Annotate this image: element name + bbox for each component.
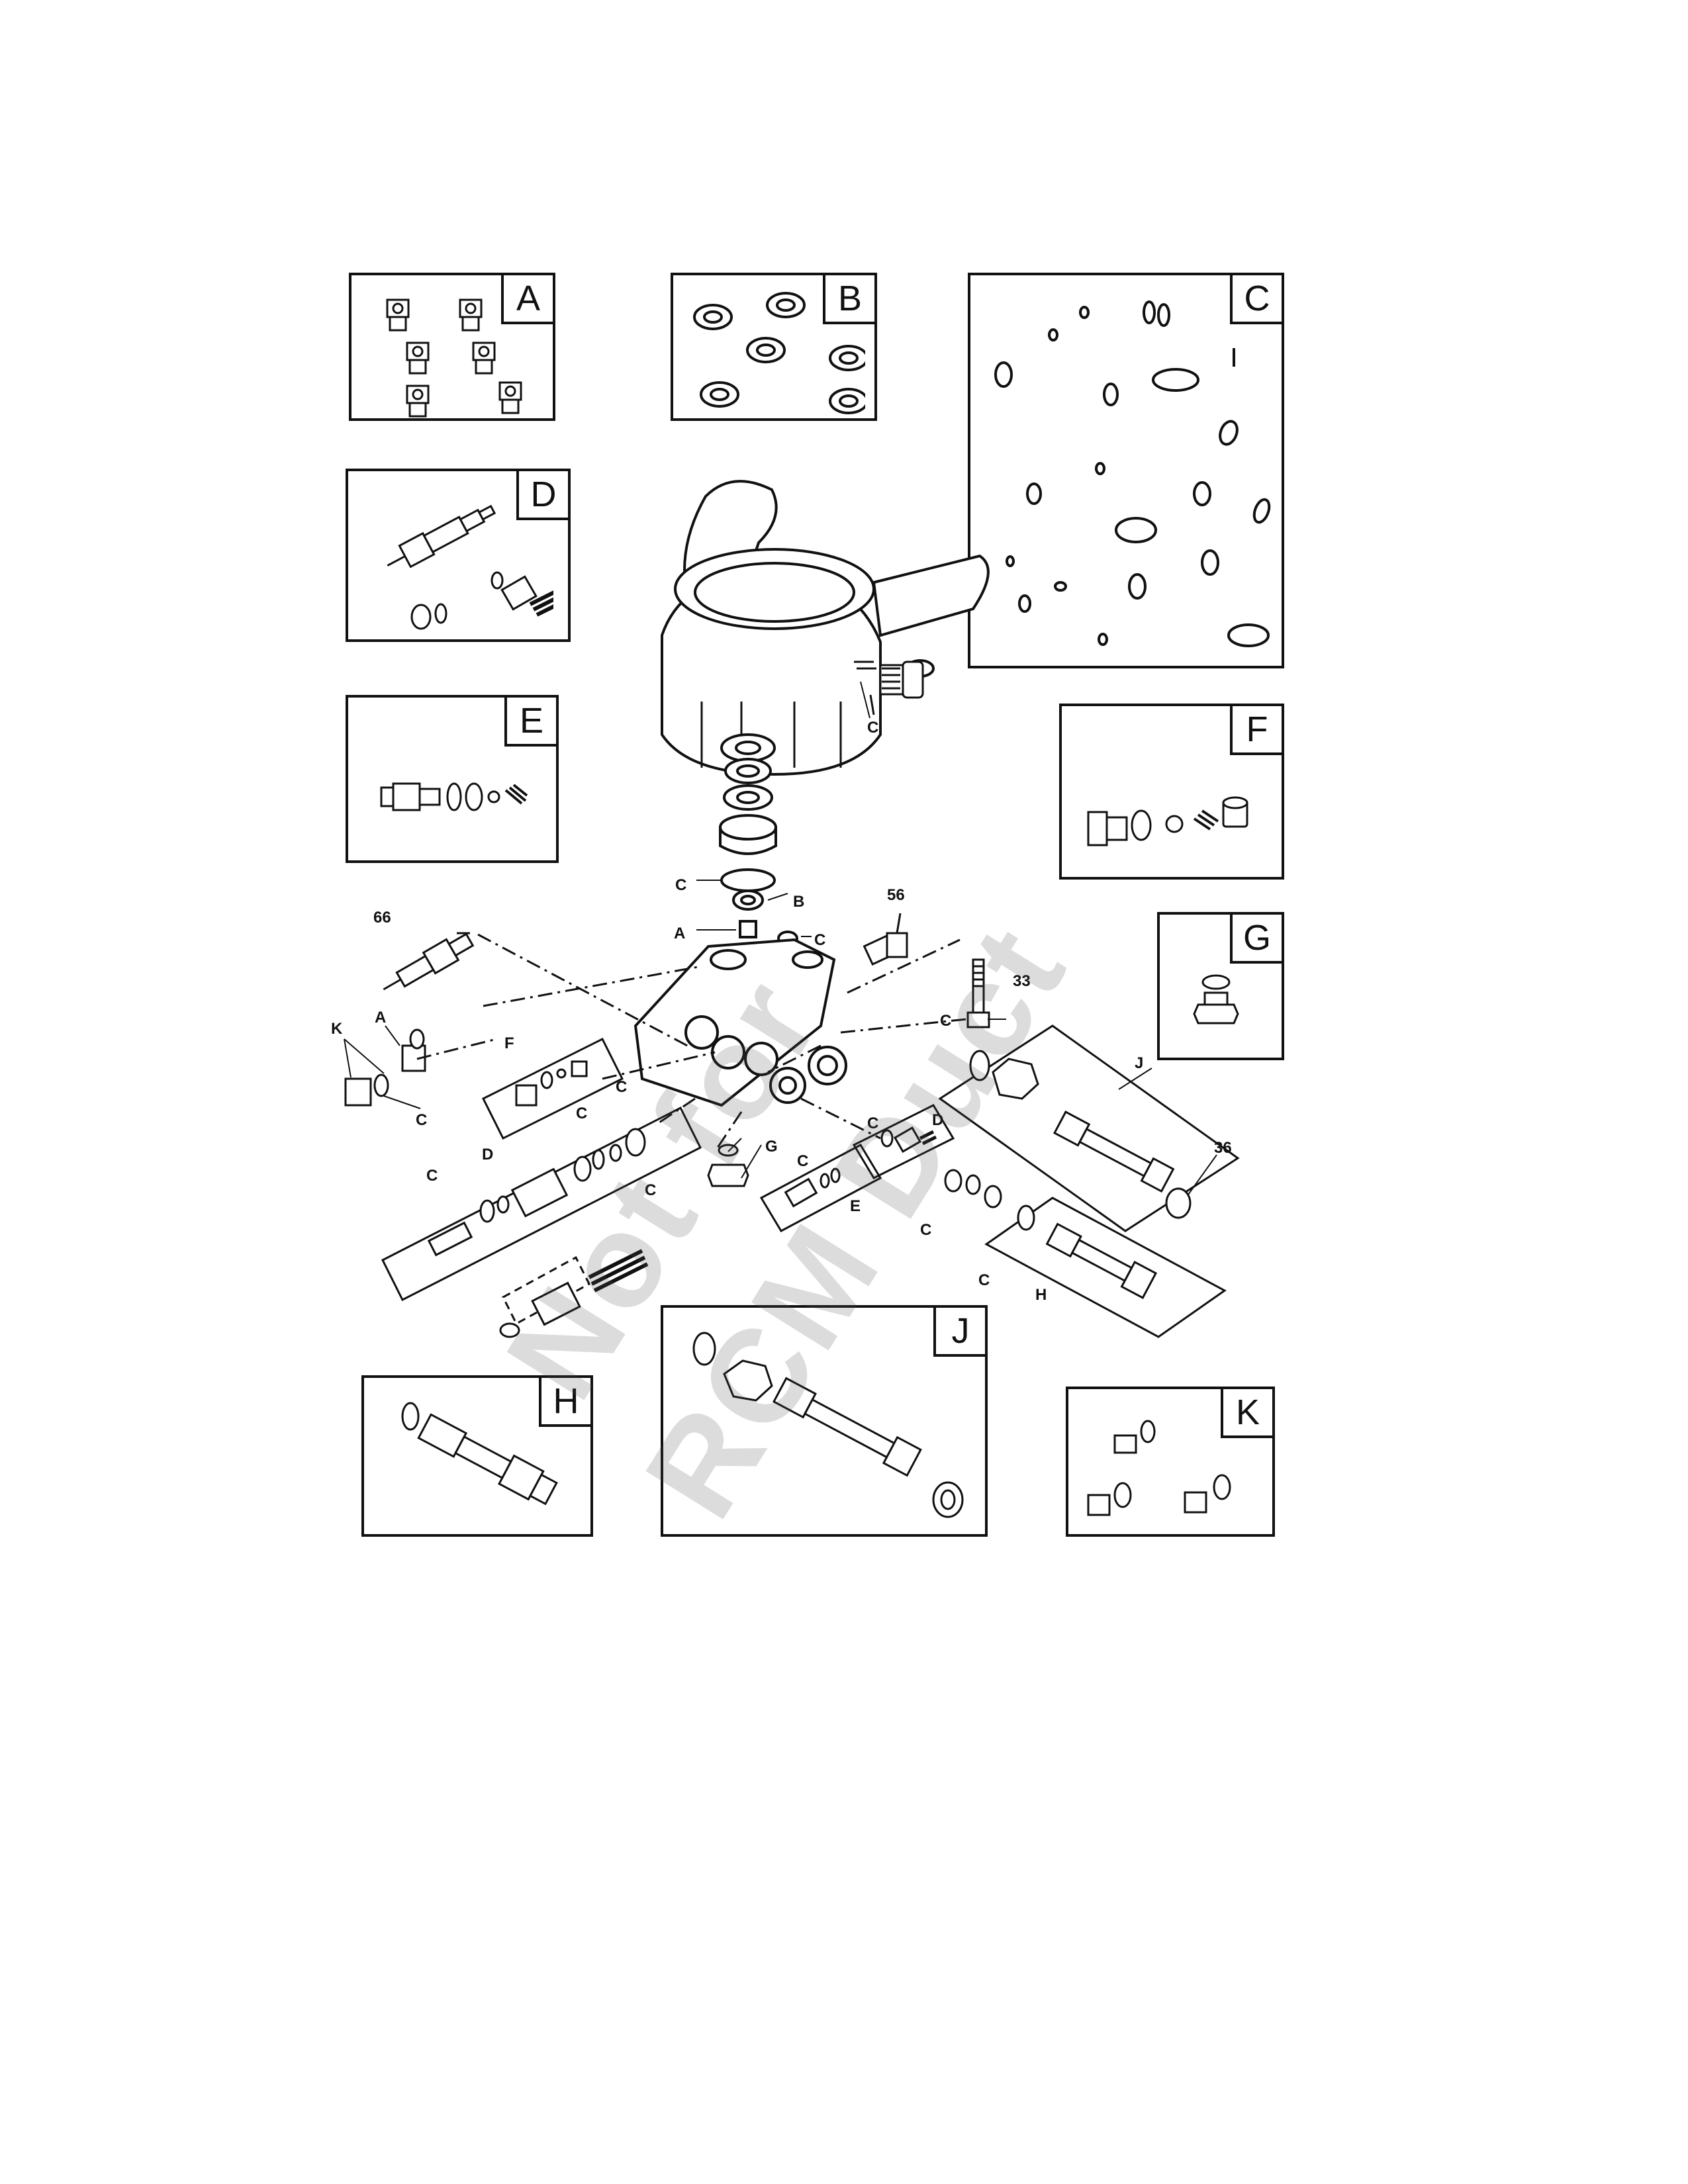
unloader-parts-right bbox=[852, 1104, 955, 1179]
callout-c-mid: C bbox=[616, 1078, 627, 1096]
filter-group-j bbox=[938, 1024, 1240, 1232]
callout-c-e: C bbox=[797, 1152, 808, 1170]
kit-box-k: K bbox=[1066, 1387, 1275, 1537]
callout-h-label: H bbox=[1035, 1286, 1047, 1304]
kit-box-e: E bbox=[346, 695, 559, 863]
callout-left-k: K bbox=[331, 1020, 343, 1038]
filter-kit-illustration bbox=[692, 1332, 964, 1518]
callout-c-j: C bbox=[940, 1012, 951, 1030]
seal-stack bbox=[719, 733, 798, 946]
o-ring-set-illustration bbox=[994, 300, 1271, 647]
filter-group-h bbox=[984, 1197, 1227, 1338]
leader-lines bbox=[344, 681, 1217, 1195]
kit-box-j: J bbox=[661, 1305, 988, 1537]
callout-e-label: E bbox=[850, 1197, 861, 1215]
unloader-group-d bbox=[381, 1106, 702, 1338]
kit-tag-k: K bbox=[1221, 1389, 1272, 1438]
pressure-valve-66 bbox=[383, 933, 475, 991]
check-valve-kit-illustration bbox=[380, 782, 528, 811]
callout-c-left2: C bbox=[645, 1181, 656, 1199]
callout-c-h2: C bbox=[978, 1271, 990, 1289]
unloader-kit-illustration bbox=[387, 504, 553, 630]
pump-housing bbox=[661, 480, 990, 776]
assembly-guide-lines bbox=[416, 932, 967, 1152]
callout-seal-c: C bbox=[675, 876, 686, 894]
callout-c-right-top: C bbox=[867, 1115, 878, 1132]
pump-manifold bbox=[633, 938, 847, 1107]
callout-part-56: 56 bbox=[887, 886, 905, 904]
kit-box-d: D bbox=[346, 469, 571, 642]
callout-plug-c: C bbox=[814, 931, 825, 949]
plug-kit-illustration bbox=[1193, 974, 1239, 1024]
unloader-valve-kit-illustration bbox=[1087, 796, 1248, 846]
check-valve-group-e bbox=[759, 1144, 882, 1232]
callout-valve-a: A bbox=[674, 925, 685, 942]
housing-plug bbox=[854, 660, 924, 715]
kit-box-c: C bbox=[968, 273, 1284, 668]
bolt-33 bbox=[966, 958, 990, 1028]
callout-d-label: D bbox=[482, 1146, 493, 1163]
callout-part-66: 66 bbox=[373, 909, 391, 927]
kit-box-h: H bbox=[361, 1375, 593, 1537]
callout-d-right: D bbox=[932, 1111, 943, 1129]
kit-tag-h: H bbox=[539, 1378, 590, 1427]
kit-tag-e: E bbox=[504, 698, 556, 747]
callout-c-h1: C bbox=[920, 1221, 931, 1239]
kit-box-g: G bbox=[1157, 912, 1284, 1060]
callout-seal-b: B bbox=[793, 893, 804, 911]
drain-plug-kit-illustration bbox=[1087, 1420, 1231, 1516]
callout-left-c: C bbox=[416, 1111, 427, 1129]
elbow-fitting-56 bbox=[863, 913, 908, 966]
callout-part-33: 33 bbox=[1013, 972, 1031, 990]
callout-g-label: G bbox=[765, 1138, 778, 1156]
kit-tag-j: J bbox=[933, 1308, 985, 1357]
seal-set-illustration bbox=[693, 292, 865, 414]
kit-tag-d: D bbox=[516, 471, 568, 520]
kit-tag-g: G bbox=[1230, 915, 1282, 964]
valve-set-illustration bbox=[386, 298, 522, 418]
kit-box-a: A bbox=[349, 273, 555, 421]
callout-f-label: F bbox=[504, 1034, 514, 1052]
callout-housing-c: C bbox=[867, 719, 878, 737]
callout-f-c: C bbox=[576, 1105, 587, 1122]
callout-j-label: J bbox=[1135, 1054, 1143, 1072]
left-plug-parts bbox=[344, 1028, 426, 1107]
kit-box-f: F bbox=[1059, 704, 1284, 880]
kit-tag-c: C bbox=[1230, 275, 1282, 324]
kit-tag-f: F bbox=[1230, 706, 1282, 755]
kit-box-b: B bbox=[671, 273, 877, 421]
kit-tag-b: B bbox=[823, 275, 874, 324]
kit-tag-a: A bbox=[501, 275, 553, 324]
callout-part-36: 36 bbox=[1214, 1139, 1232, 1157]
unloader-group-f bbox=[481, 1037, 624, 1140]
inlet-filter-illustration bbox=[401, 1402, 558, 1506]
callout-c-left1: C bbox=[426, 1167, 438, 1185]
o-rings-right bbox=[944, 1169, 1002, 1208]
callout-left-a: A bbox=[375, 1009, 386, 1026]
